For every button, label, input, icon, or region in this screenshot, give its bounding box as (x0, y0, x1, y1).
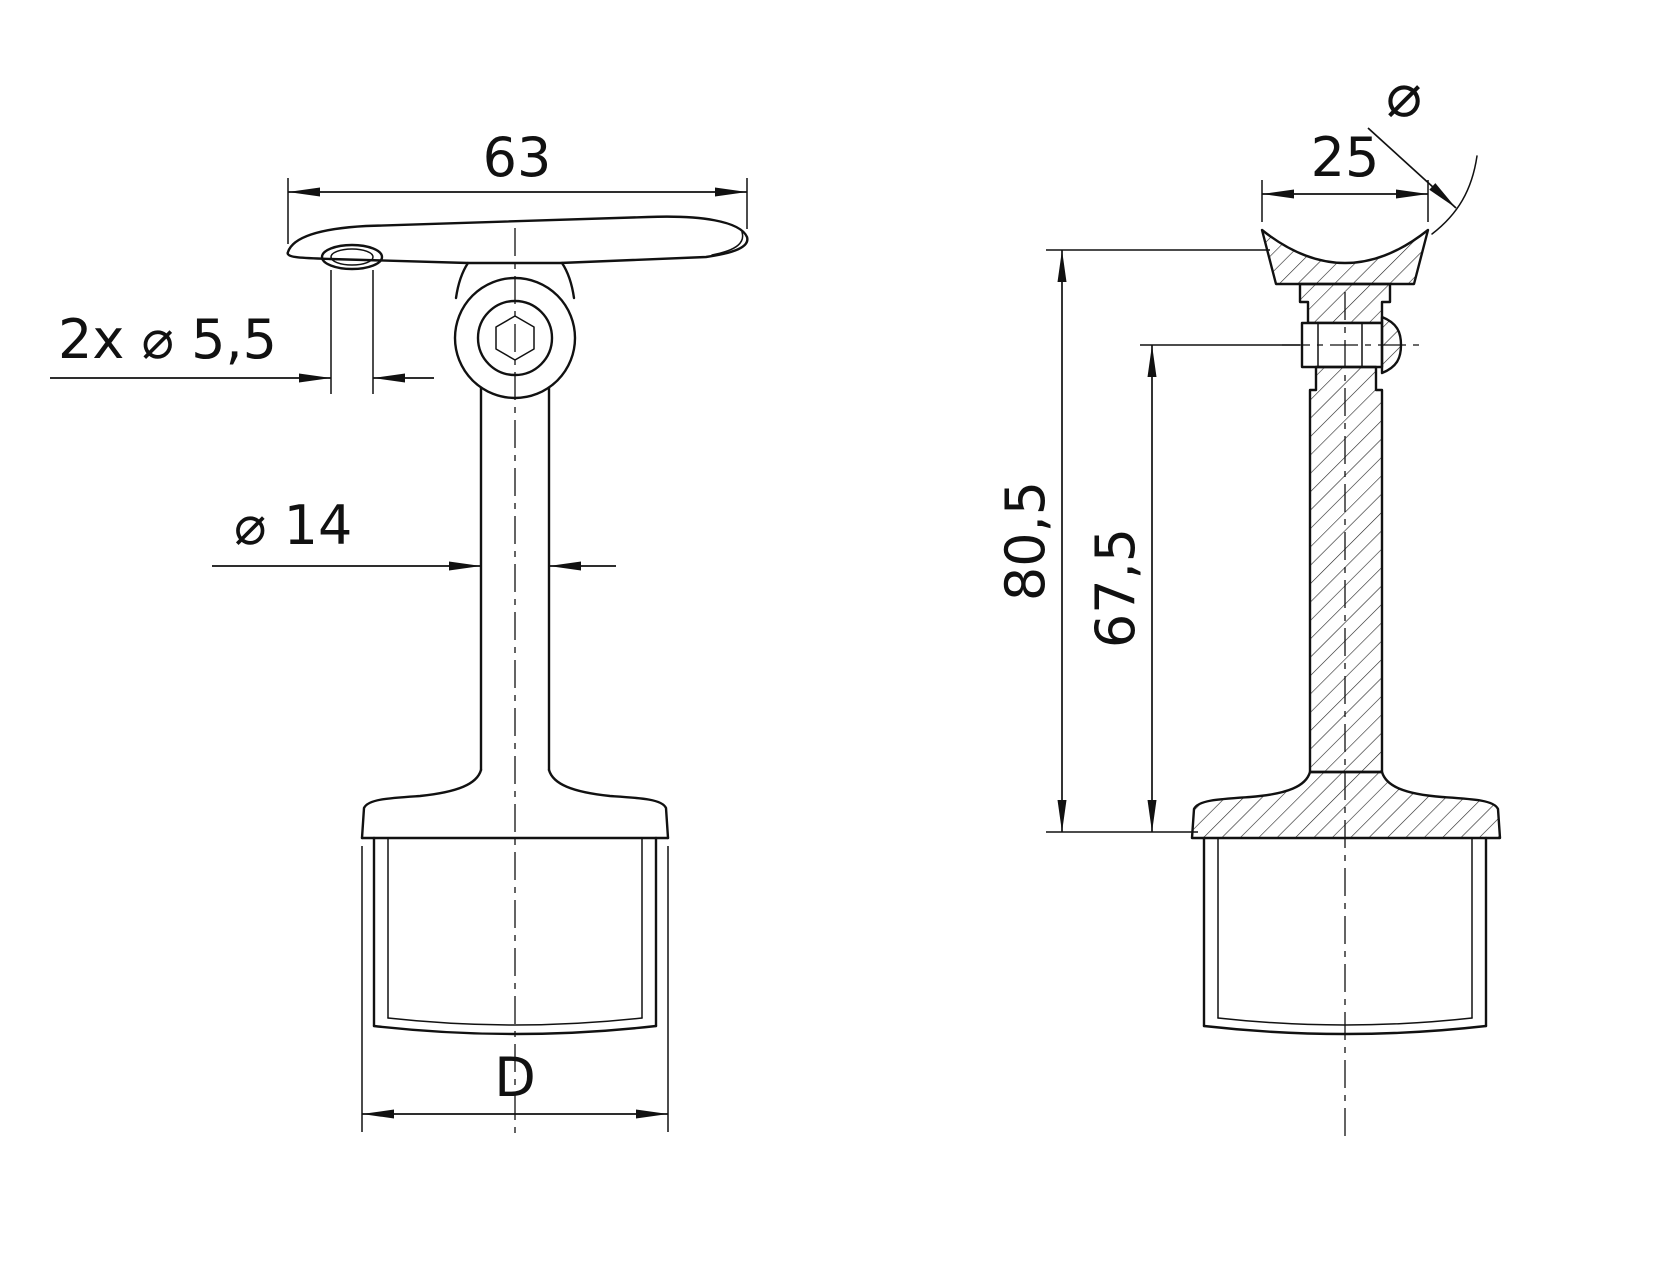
dim-saddle-width: 25 (1261, 126, 1429, 222)
tube-bottom-inner (387, 1017, 643, 1026)
dim-saddle-width-label: 25 (1311, 126, 1380, 189)
dim-top-width-label: 63 (483, 126, 552, 189)
dim-top-width: 63 (287, 126, 748, 244)
rail-diameter-symbol: ⌀ (1386, 61, 1422, 131)
saddle-plate-outline (286, 215, 749, 265)
dim-stem-diameter: ⌀ 14 (212, 494, 616, 571)
handrail-arc (1431, 155, 1478, 235)
collar-left (360, 768, 483, 840)
dim-overall-height: 80,5 (994, 249, 1270, 833)
dim-intermediate-height-label: 67,5 (1084, 528, 1147, 648)
dim-holes: 2x ⌀ 5,5 (50, 270, 434, 394)
dim-tube-diameter: D (361, 846, 669, 1132)
dim-intermediate-height: 67,5 (1084, 344, 1300, 832)
stem-section (1308, 365, 1384, 774)
saddle-section (1260, 228, 1430, 286)
dim-overall-height-label: 80,5 (994, 481, 1057, 601)
front-view (286, 215, 749, 1136)
neck-fillet-right (560, 261, 576, 300)
collar-right (547, 768, 670, 840)
screw-hole-outer (320, 243, 384, 271)
saddle-plate-edge-line (711, 231, 744, 256)
side-view (1190, 155, 1502, 1136)
collar-section (1190, 770, 1502, 840)
dim-stem-diameter-label: ⌀ 14 (234, 494, 352, 557)
rail-diameter-callout: ⌀ (1367, 61, 1457, 209)
neck-fillet-left (454, 261, 470, 300)
dim-holes-label: 2x ⌀ 5,5 (58, 308, 277, 371)
dim-tube-diameter-label: D (494, 1046, 536, 1109)
screw-hole-inner (330, 248, 374, 266)
